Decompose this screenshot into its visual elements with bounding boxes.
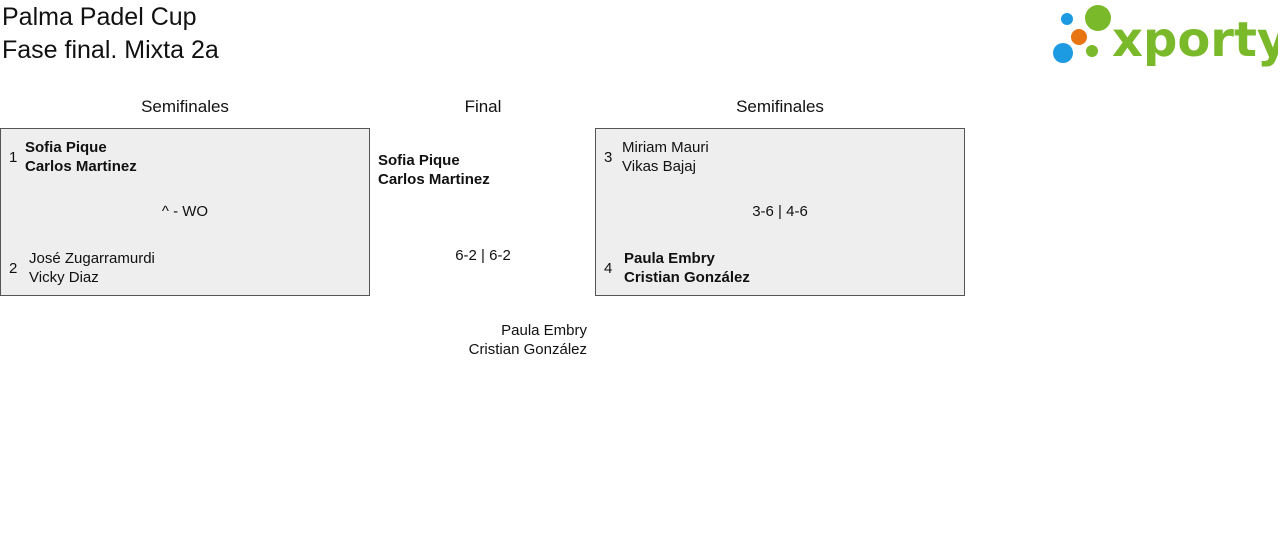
seed-number: 1	[9, 149, 18, 166]
seed-number: 4	[604, 260, 613, 277]
team-players: Sofia Pique Carlos Martinez	[25, 138, 137, 176]
round-heading-semifinal-left: Semifinales	[141, 97, 229, 116]
player-name: Paula Embry	[501, 322, 587, 339]
team-players: José Zugarramurdi Vicky Diaz	[29, 249, 155, 287]
player-name: Cristian González	[468, 341, 587, 358]
player-name: José Zugarramurdi	[29, 250, 155, 267]
xporty-logo[interactable]: xporty	[1050, 4, 1278, 68]
page-subtitle: Fase final. Mixta 2a	[2, 36, 219, 64]
final-team-bottom: Paula Embry Cristian González	[420, 321, 587, 359]
player-name: Vikas Bajaj	[622, 158, 696, 175]
player-name: Cristian González	[624, 269, 750, 286]
team-seed-3: 3 Miriam Mauri Vikas Bajaj	[596, 138, 964, 178]
player-name: Carlos Martinez	[25, 158, 137, 175]
match-score: 3-6 | 4-6	[752, 203, 808, 220]
round-heading-semifinal-right: Semifinales	[736, 97, 824, 116]
page-title: Palma Padel Cup	[2, 3, 197, 31]
logo-text: xporty	[1112, 12, 1278, 68]
match-semifinal-right[interactable]: 3 Miriam Mauri Vikas Bajaj 3-6 | 4-6 4 P…	[595, 128, 965, 296]
player-name: Carlos Martinez	[378, 171, 490, 188]
match-score: ^ - WO	[161, 203, 209, 220]
team-seed-2: 2 José Zugarramurdi Vicky Diaz	[1, 249, 369, 289]
team-players: Paula Embry Cristian González	[624, 249, 750, 287]
player-name: Miriam Mauri	[622, 139, 709, 156]
team-seed-4: 4 Paula Embry Cristian González	[596, 249, 964, 289]
team-seed-1: 1 Sofia Pique Carlos Martinez	[1, 138, 369, 178]
player-name: Sofia Pique	[25, 139, 107, 156]
player-name: Vicky Diaz	[29, 269, 99, 286]
colored-dots-logo-icon: xporty	[1053, 5, 1278, 68]
seed-number: 2	[9, 260, 18, 277]
final-team-top: Sofia Pique Carlos Martinez	[378, 151, 490, 189]
player-name: Paula Embry	[624, 250, 715, 267]
team-players: Miriam Mauri Vikas Bajaj	[622, 138, 709, 176]
final-score: 6-2 | 6-2	[455, 247, 511, 264]
seed-number: 3	[604, 149, 613, 166]
round-heading-final: Final	[464, 97, 502, 116]
match-semifinal-left[interactable]: 1 Sofia Pique Carlos Martinez ^ - WO 2 J…	[0, 128, 370, 296]
player-name: Sofia Pique	[378, 152, 460, 169]
